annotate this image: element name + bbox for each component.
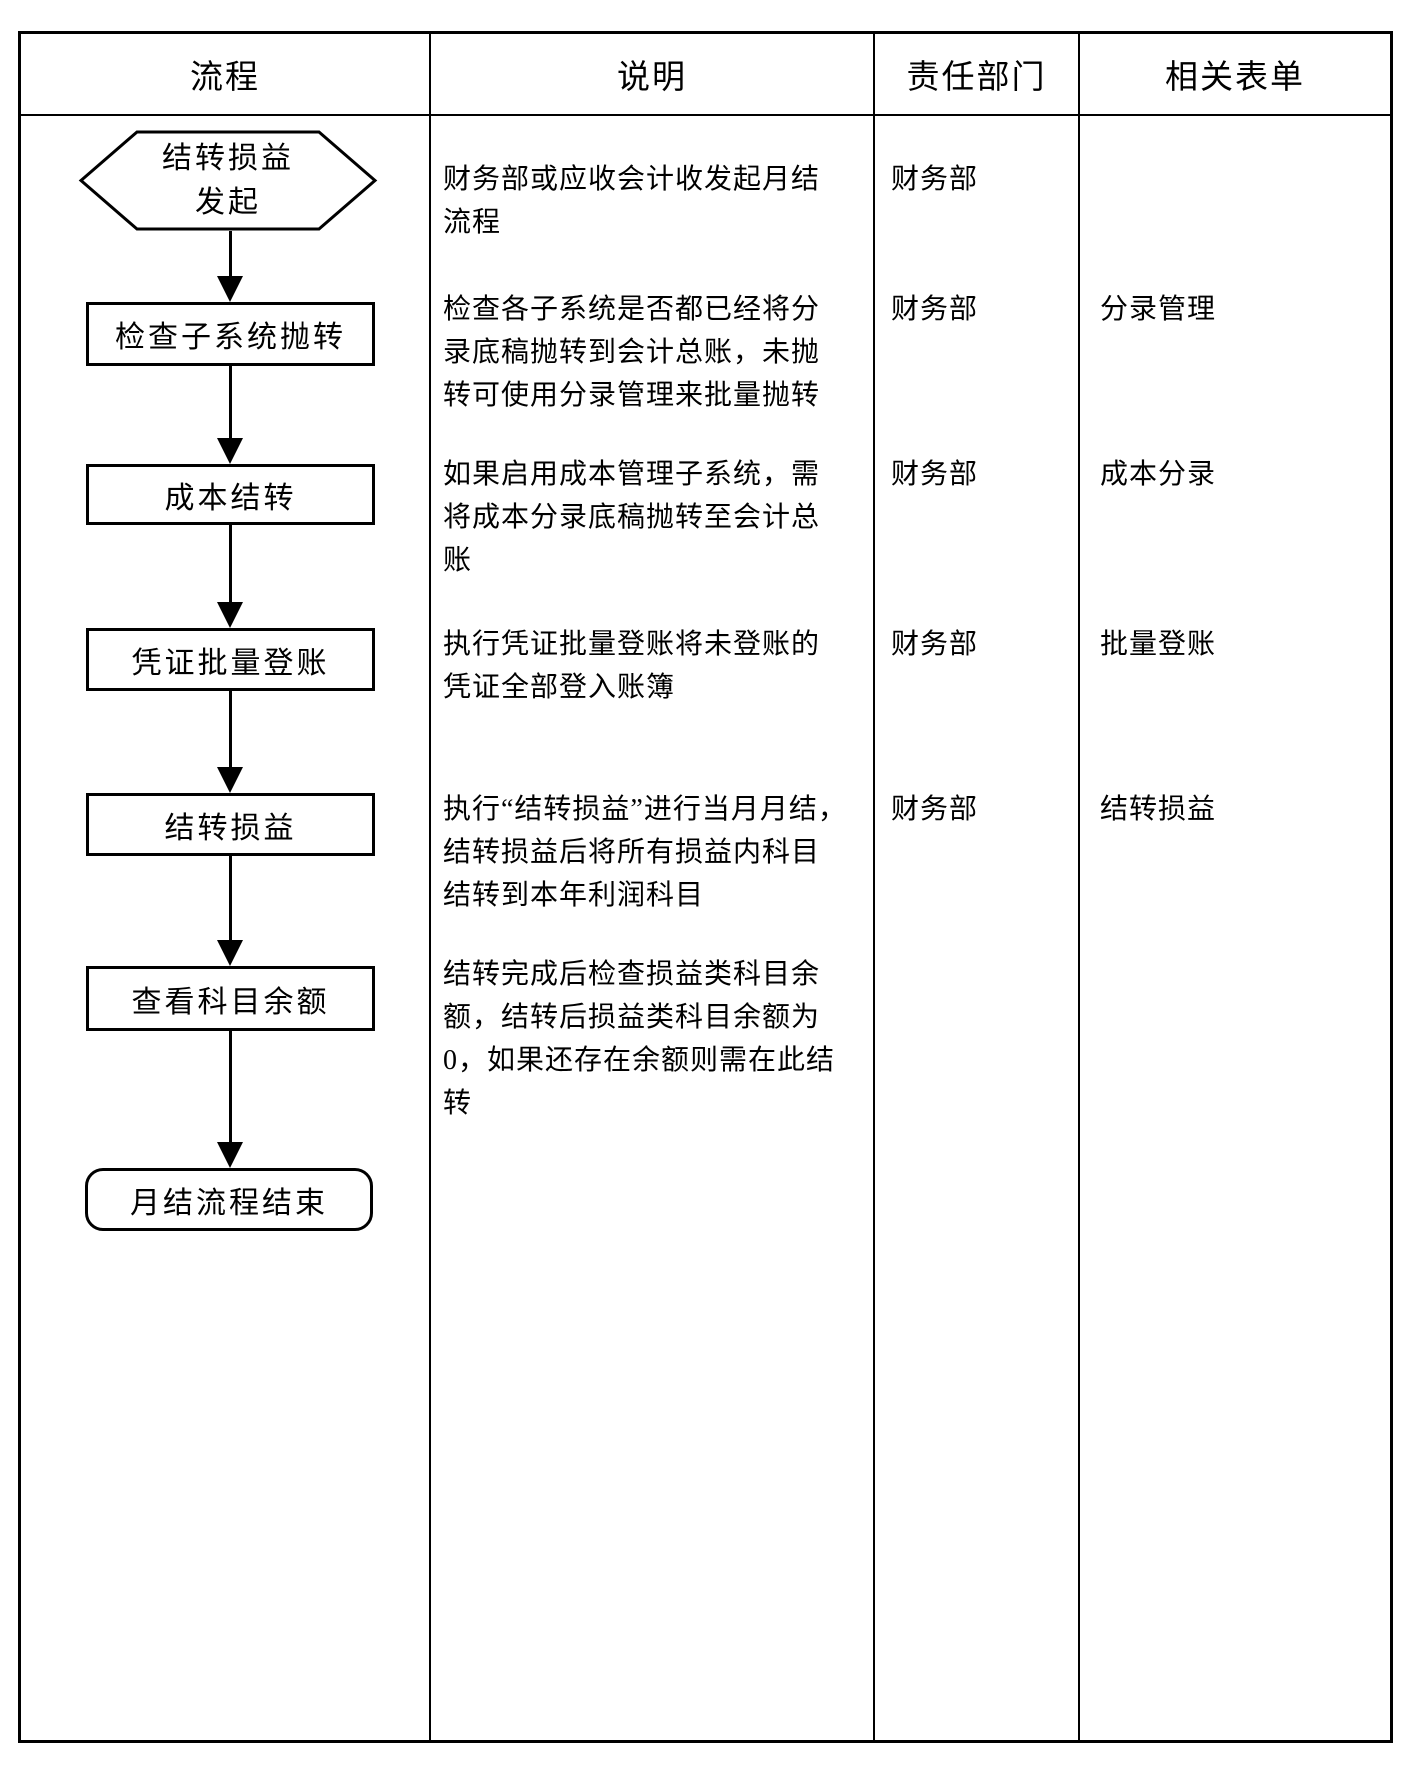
department-text: 财务部 (891, 164, 979, 195)
forms-column: 分录管理 成本分录 批量登账 结转损益 (1080, 116, 1390, 1740)
description-text: 检查各子系统是否都已经将分录底稿抛转到会计总账，未抛转可使用分录管理来批量抛转 (443, 294, 821, 411)
step-check-balance-box: 查看科目余额 (86, 966, 375, 1031)
department-text: 财务部 (891, 294, 979, 325)
step-cost-carryover-box: 成本结转 (86, 464, 375, 525)
form-text: 成本分录 (1100, 459, 1217, 490)
description-text: 财务部或应收会计收发起月结流程 (443, 164, 821, 238)
flow-column: 结转损益 发起 检查子系统抛转 成本结转 凭证 (21, 116, 431, 1740)
department-column: 财务部 财务部 财务部 财务部 财务部 (875, 116, 1080, 1740)
start-label: 结转损益 发起 (162, 141, 294, 219)
table-body-row: 结转损益 发起 检查子系统抛转 成本结转 凭证 (21, 116, 1390, 1740)
down-arrow-icon (217, 691, 243, 793)
header-process: 流程 (21, 34, 431, 114)
process-table: 流程 说明 责任部门 相关表单 结转损益 发起 检查子系统抛转 (18, 31, 1393, 1743)
end-terminator-box: 月结流程结束 (85, 1168, 373, 1231)
step-label: 凭证批量登账 (131, 646, 330, 680)
description-text: 结转完成后检查损益类科目余额，结转后损益类科目余额为 0，如果还存在余额则需在此… (443, 959, 836, 1119)
down-arrow-icon (217, 366, 243, 464)
department-text: 财务部 (891, 629, 979, 660)
step-label: 结转损益 (164, 811, 297, 845)
down-arrow-icon (217, 231, 243, 302)
down-arrow-icon (217, 856, 243, 966)
header-department: 责任部门 (875, 34, 1080, 114)
step-profit-loss-carryover-box: 结转损益 (86, 793, 375, 856)
down-arrow-icon (217, 525, 243, 628)
step-batch-posting-box: 凭证批量登账 (86, 628, 375, 691)
department-text: 财务部 (891, 794, 979, 825)
step-label: 查看科目余额 (131, 985, 330, 1019)
description-text: 执行“结转损益”进行当月月结，结转损益后将所有损益内科目结转到本年利润科目 (443, 794, 847, 911)
table-header-row: 流程 说明 责任部门 相关表单 (21, 34, 1390, 116)
form-text: 结转损益 (1100, 794, 1217, 825)
start-hexagon-shape: 结转损益 发起 (78, 130, 378, 231)
header-forms: 相关表单 (1165, 60, 1305, 96)
down-arrow-icon (217, 1031, 243, 1168)
description-column: 财务部或应收会计收发起月结流程 检查各子系统是否都已经将分录底稿抛转到会计总账，… (431, 116, 875, 1740)
step-label: 检查子系统抛转 (115, 321, 346, 354)
description-text: 执行凭证批量登账将未登账的凭证全部登入账簿 (443, 629, 821, 703)
step-check-subsystem-box: 检查子系统抛转 (86, 302, 375, 366)
end-label: 月结流程结束 (130, 1186, 328, 1220)
description-text: 如果启用成本管理子系统，需将成本分录底稿抛转至会计总账 (443, 459, 821, 576)
step-label: 成本结转 (164, 481, 297, 515)
header-description: 说明 (431, 34, 875, 114)
hexagon-outline-icon (78, 130, 378, 231)
department-text: 财务部 (891, 459, 979, 490)
form-text: 批量登账 (1100, 629, 1217, 660)
form-text: 分录管理 (1100, 294, 1217, 325)
